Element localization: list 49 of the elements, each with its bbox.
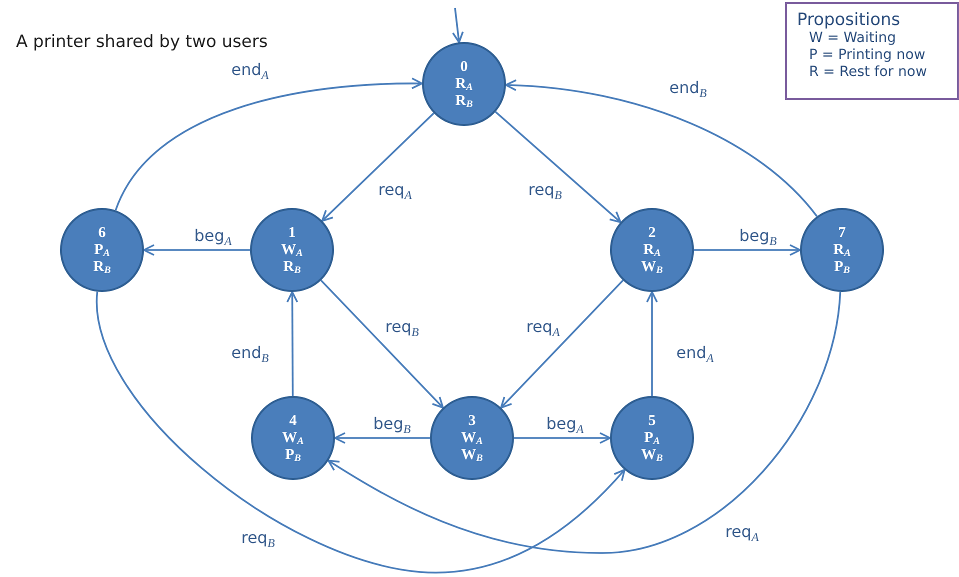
transition-arrow [494,111,622,224]
state-proposition: W$_{B}$ [641,446,663,464]
propositions-box [785,2,959,100]
state-proposition: R$_{A}$ [643,242,661,258]
state-proposition: R$_{A}$ [833,242,851,258]
transition-arrow [320,280,444,409]
transition-arrow [96,292,626,574]
state-proposition: P$_{B}$ [285,446,301,464]
state-proposition: R$_{A}$ [455,76,473,92]
initial-arrow [452,8,464,44]
transition-arrow [286,291,298,396]
proposition-definition: R = Rest for now [808,64,928,81]
state-number: 1 [288,224,296,242]
state-number: 6 [98,224,106,242]
transition-arrow [321,112,434,222]
transition-arrow [143,244,250,256]
edge-label: end$_{A}$ [674,344,716,362]
state-proposition: R$_{B}$ [93,258,111,276]
transition-arrow [114,78,423,211]
state-number: 3 [468,412,476,430]
proposition-definition: P = Printing now [808,47,926,64]
box-heading: Propositions [797,10,902,30]
state-number: 7 [838,224,846,242]
transition-arrow [334,432,430,444]
transition-arrow [694,244,801,256]
transition-arrow [328,292,842,554]
edge-label: end$_{A}$ [229,61,271,79]
transition-arrow [514,432,611,444]
state-proposition: P$_{B}$ [834,258,850,276]
state-number: 2 [648,224,656,242]
transition-arrow [500,280,624,409]
proposition-definition: W = Waiting [808,30,898,47]
state-proposition: W$_{A}$ [281,242,303,258]
state-number: 5 [648,412,656,430]
edge-label: end$_{B}$ [229,344,271,362]
diagram-title: A printer shared by two users [16,32,268,52]
state-proposition: W$_{A}$ [461,430,483,446]
state-proposition: P$_{A}$ [644,430,660,446]
state-proposition: W$_{B}$ [641,258,663,276]
state-proposition: R$_{B}$ [283,258,301,276]
state-number: 4 [289,412,297,430]
state-proposition: P$_{A}$ [94,242,110,258]
transition-arrow [646,291,658,396]
state-proposition: W$_{A}$ [282,430,304,446]
edge-label: end$_{B}$ [667,79,709,97]
state-proposition: R$_{B}$ [455,92,473,110]
state-proposition: W$_{B}$ [461,446,483,464]
transition-arrow [505,80,818,217]
state-number: 0 [460,58,468,76]
